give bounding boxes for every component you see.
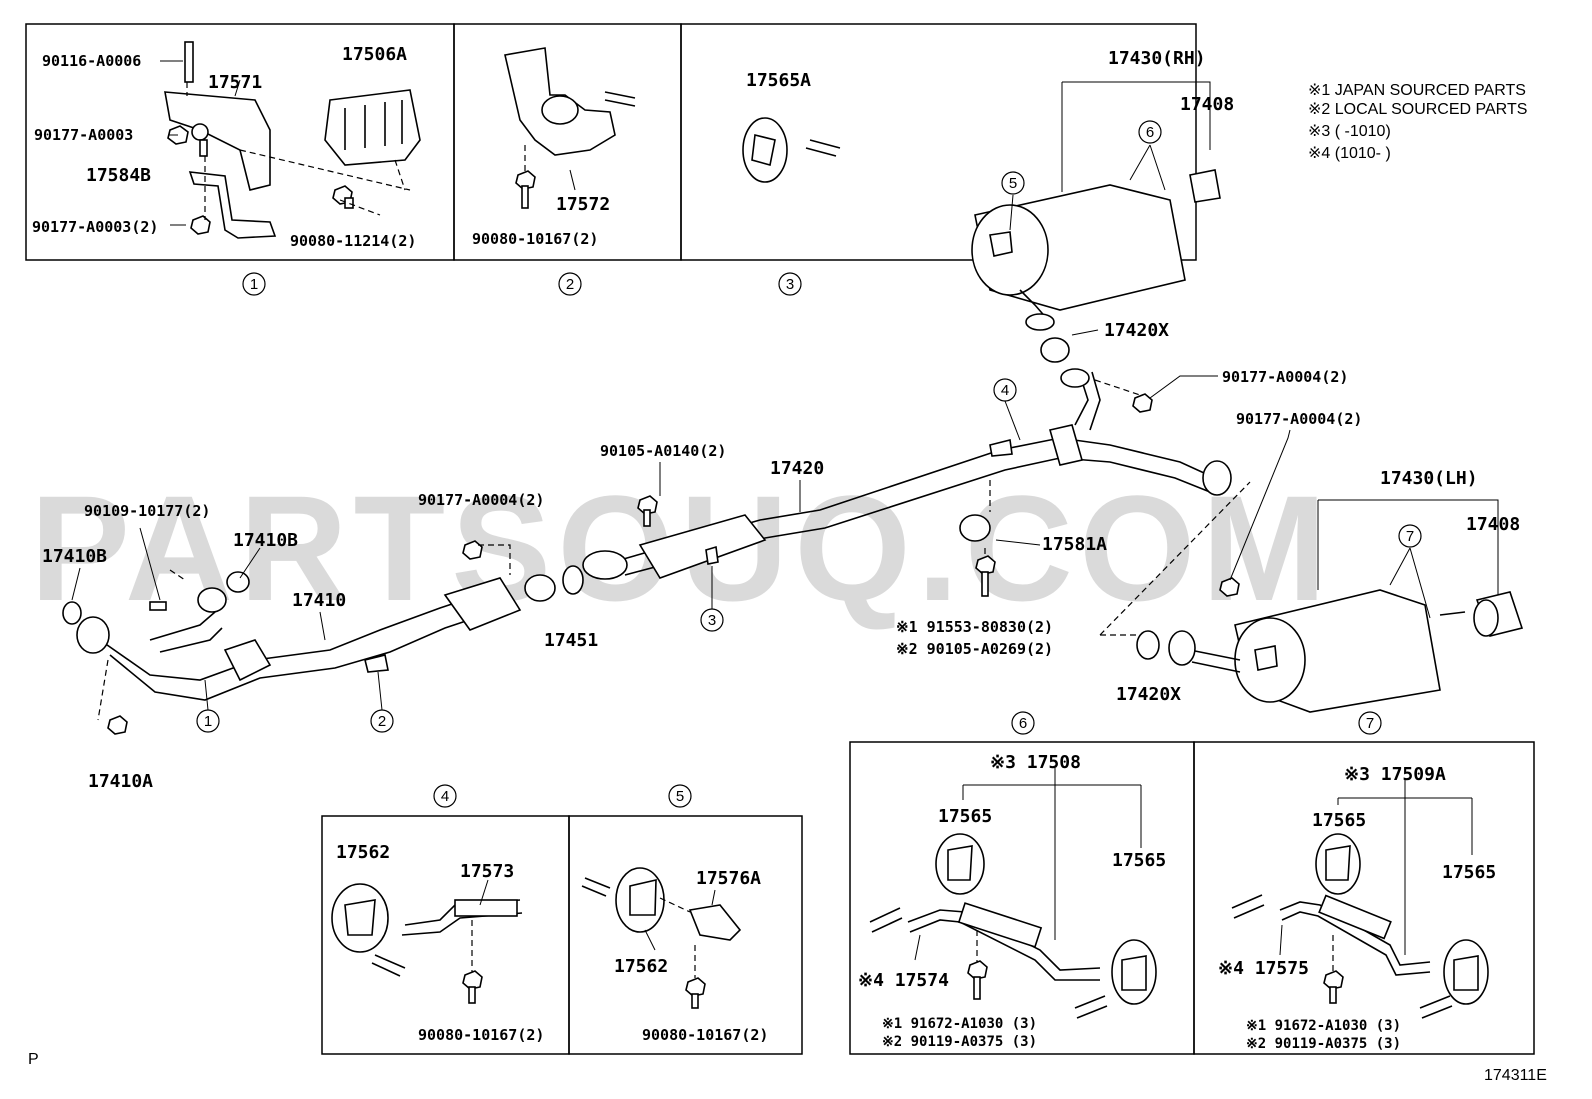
label-17573: 17573	[460, 861, 514, 882]
svg-text:7: 7	[1366, 715, 1374, 732]
label-90177-A0003-2: 90177-A0003(2)	[32, 218, 158, 236]
label-90177-A0004-rh: 90177-A0004(2)	[1222, 368, 1348, 386]
svg-text:2: 2	[566, 276, 574, 293]
label-90119-A0375-i6: ※2 90119-A0375 (3)	[882, 1034, 1037, 1050]
rh-muffler-assembly: 6 5 17430(RH) 17408 17420X 90177-A0004(2…	[971, 48, 1348, 413]
label-90080-11214: 90080-11214(2)	[290, 232, 416, 250]
callout-inset-2: 2	[558, 272, 582, 296]
label-91672-A1030-i7: ※1 91672-A1030 (3)	[1246, 1018, 1401, 1034]
label-90080-10167-i4: 90080-10167(2)	[418, 1026, 544, 1044]
inset-6: 6 ※3 17508 17565 17565 ※4 17574 ※1 91672…	[849, 711, 1195, 1055]
svg-text:1: 1	[250, 276, 258, 293]
label-91672-A1030-i6: ※1 91672-A1030 (3)	[882, 1016, 1037, 1032]
footer-left: P	[28, 1051, 39, 1068]
label-17430-rh: 17430(RH)	[1108, 48, 1206, 69]
label-90080-10167: 90080-10167(2)	[472, 230, 598, 248]
label-90119-A0375-i7: ※2 90119-A0375 (3)	[1246, 1036, 1401, 1052]
label-90109-10177: 90109-10177(2)	[84, 502, 210, 520]
svg-text:4: 4	[1001, 382, 1009, 399]
label-17565-i7-right: 17565	[1442, 862, 1496, 883]
lh-muffler-assembly: 7 90177-A0004(2) 17430(LH) 17408 17420X	[1100, 410, 1524, 713]
label-17574: ※4 17574	[858, 970, 949, 991]
label-90105-A0140: 90105-A0140(2)	[600, 442, 726, 460]
label-17584B: 17584B	[86, 165, 151, 186]
svg-text:5: 5	[676, 788, 684, 805]
label-90177-A0003: 90177-A0003	[34, 126, 133, 144]
svg-text:6: 6	[1019, 715, 1027, 732]
note-3: ※3 ( -1010)	[1308, 123, 1391, 140]
label-17410B-right: 17410B	[233, 530, 298, 551]
note-1: ※1 JAPAN SOURCED PARTS	[1308, 82, 1526, 99]
callout-6-rh	[1138, 120, 1162, 144]
label-17581A: 17581A	[1042, 534, 1107, 555]
label-17430-lh: 17430(LH)	[1380, 468, 1478, 489]
label-17562-i4: 17562	[336, 842, 390, 863]
svg-text:2: 2	[378, 713, 386, 730]
label-17565-i6-right: 17565	[1112, 850, 1166, 871]
label-17508: ※3 17508	[990, 752, 1081, 773]
svg-text:1: 1	[204, 713, 212, 730]
callout-inset-1: 1	[242, 272, 266, 296]
callout-5-rh	[1001, 171, 1025, 195]
inset-4: 4 17562 17573 90080-10167(2)	[321, 784, 570, 1055]
label-17565-i6-left: 17565	[938, 806, 992, 827]
svg-text:7: 7	[1406, 528, 1414, 545]
callout-7-lh	[1398, 524, 1422, 548]
label-17410A: 17410A	[88, 771, 153, 792]
svg-text:3: 3	[708, 612, 716, 629]
label-17420X-lh: 17420X	[1116, 684, 1181, 705]
label-17565A: 17565A	[746, 70, 811, 91]
label-17575: ※4 17575	[1218, 958, 1309, 979]
label-90177-A0004-lh: 90177-A0004(2)	[1236, 410, 1362, 428]
svg-text:3: 3	[786, 276, 794, 293]
note-2: ※2 LOCAL SOURCED PARTS	[1308, 101, 1527, 118]
label-17410: 17410	[292, 590, 346, 611]
label-17562-i5: 17562	[614, 956, 668, 977]
label-17571: 17571	[208, 72, 262, 93]
svg-text:4: 4	[441, 788, 449, 805]
label-17451: 17451	[544, 630, 598, 651]
front-pipe-assembly: 90109-10177(2) 17410B 17410B 17410 17410…	[42, 502, 556, 792]
label-90105-A0269: ※2 90105-A0269(2)	[896, 640, 1053, 658]
label-17572: 17572	[556, 194, 610, 215]
inset-5: 5 17576A 17562 90080-10167(2)	[568, 784, 803, 1055]
callout-inset-3: 3	[778, 272, 802, 296]
label-17420X-rh: 17420X	[1104, 320, 1169, 341]
label-90080-10167-i5: 90080-10167(2)	[642, 1026, 768, 1044]
inset-3: 17565A	[680, 23, 1197, 261]
svg-text:6: 6	[1146, 124, 1154, 141]
label-17410B-left: 17410B	[42, 546, 107, 567]
label-17408-lh: 17408	[1466, 514, 1520, 535]
notes: ※1 JAPAN SOURCED PARTS ※2 LOCAL SOURCED …	[1308, 82, 1527, 162]
inset-7: 7 ※3 17509A 17565 17565 ※4 17575 ※1 9167…	[1193, 711, 1535, 1055]
label-17509A: ※3 17509A	[1344, 764, 1446, 785]
center-pipe-assembly: 90105-A0140(2) 17420 17581A ※1 91553-808…	[418, 368, 1251, 658]
svg-text:5: 5	[1009, 175, 1017, 192]
label-17408-rh: 17408	[1180, 94, 1234, 115]
label-17506A: 17506A	[342, 44, 407, 65]
inset-1: 90116-A0006 17571 17506A 90177-A0003 175…	[25, 23, 455, 261]
label-90116-A0006: 90116-A0006	[42, 52, 141, 70]
label-17565-i7-left: 17565	[1312, 810, 1366, 831]
label-17576A: 17576A	[696, 868, 761, 889]
inset-2: 17572 90080-10167(2)	[453, 23, 682, 261]
label-17420: 17420	[770, 458, 824, 479]
figure-code: 174311E	[1484, 1067, 1547, 1084]
note-4: ※4 (1010- )	[1308, 145, 1391, 162]
label-90177-A0004-center: 90177-A0004(2)	[418, 491, 544, 509]
label-91553-80830: ※1 91553-80830(2)	[896, 618, 1053, 636]
